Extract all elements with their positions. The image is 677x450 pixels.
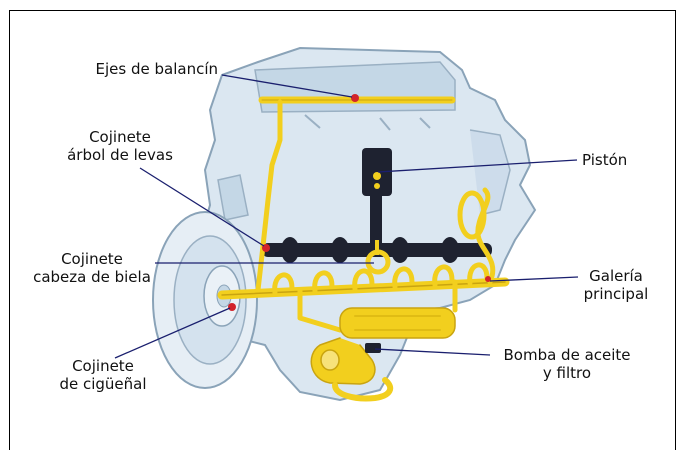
label-galeria-principal: Galería principal xyxy=(572,267,660,303)
label-piston: Pistón xyxy=(582,151,627,169)
label-ejes-balancin: Ejes de balancín xyxy=(68,60,218,78)
label-cojinete-cabeza-biela: Cojinete cabeza de biela xyxy=(22,250,162,286)
label-galeria-principal-line2: principal xyxy=(572,285,660,303)
label-cojinete-cabeza-biela-line1: Cojinete xyxy=(22,250,162,268)
flywheel xyxy=(153,212,257,388)
label-galeria-principal-line1: Galería xyxy=(572,267,660,285)
label-cojinete-ciguenal-line2: de cigüeñal xyxy=(48,375,158,393)
label-cojinete-arbol-levas-line1: Cojinete xyxy=(50,128,190,146)
label-cojinete-arbol-levas-line2: árbol de levas xyxy=(50,146,190,164)
label-bomba-aceite-filtro-line1: Bomba de aceite xyxy=(492,346,642,364)
label-bomba-aceite-filtro: Bomba de aceite y filtro xyxy=(492,346,642,382)
label-cojinete-ciguenal: Cojinete de cigüeñal xyxy=(48,357,158,393)
label-cojinete-ciguenal-line1: Cojinete xyxy=(48,357,158,375)
label-cojinete-arbol-levas: Cojinete árbol de levas xyxy=(50,128,190,164)
pump-fitting xyxy=(365,343,381,353)
label-bomba-aceite-filtro-line2: y filtro xyxy=(492,364,642,382)
label-cojinete-cabeza-biela-line2: cabeza de biela xyxy=(22,268,162,286)
